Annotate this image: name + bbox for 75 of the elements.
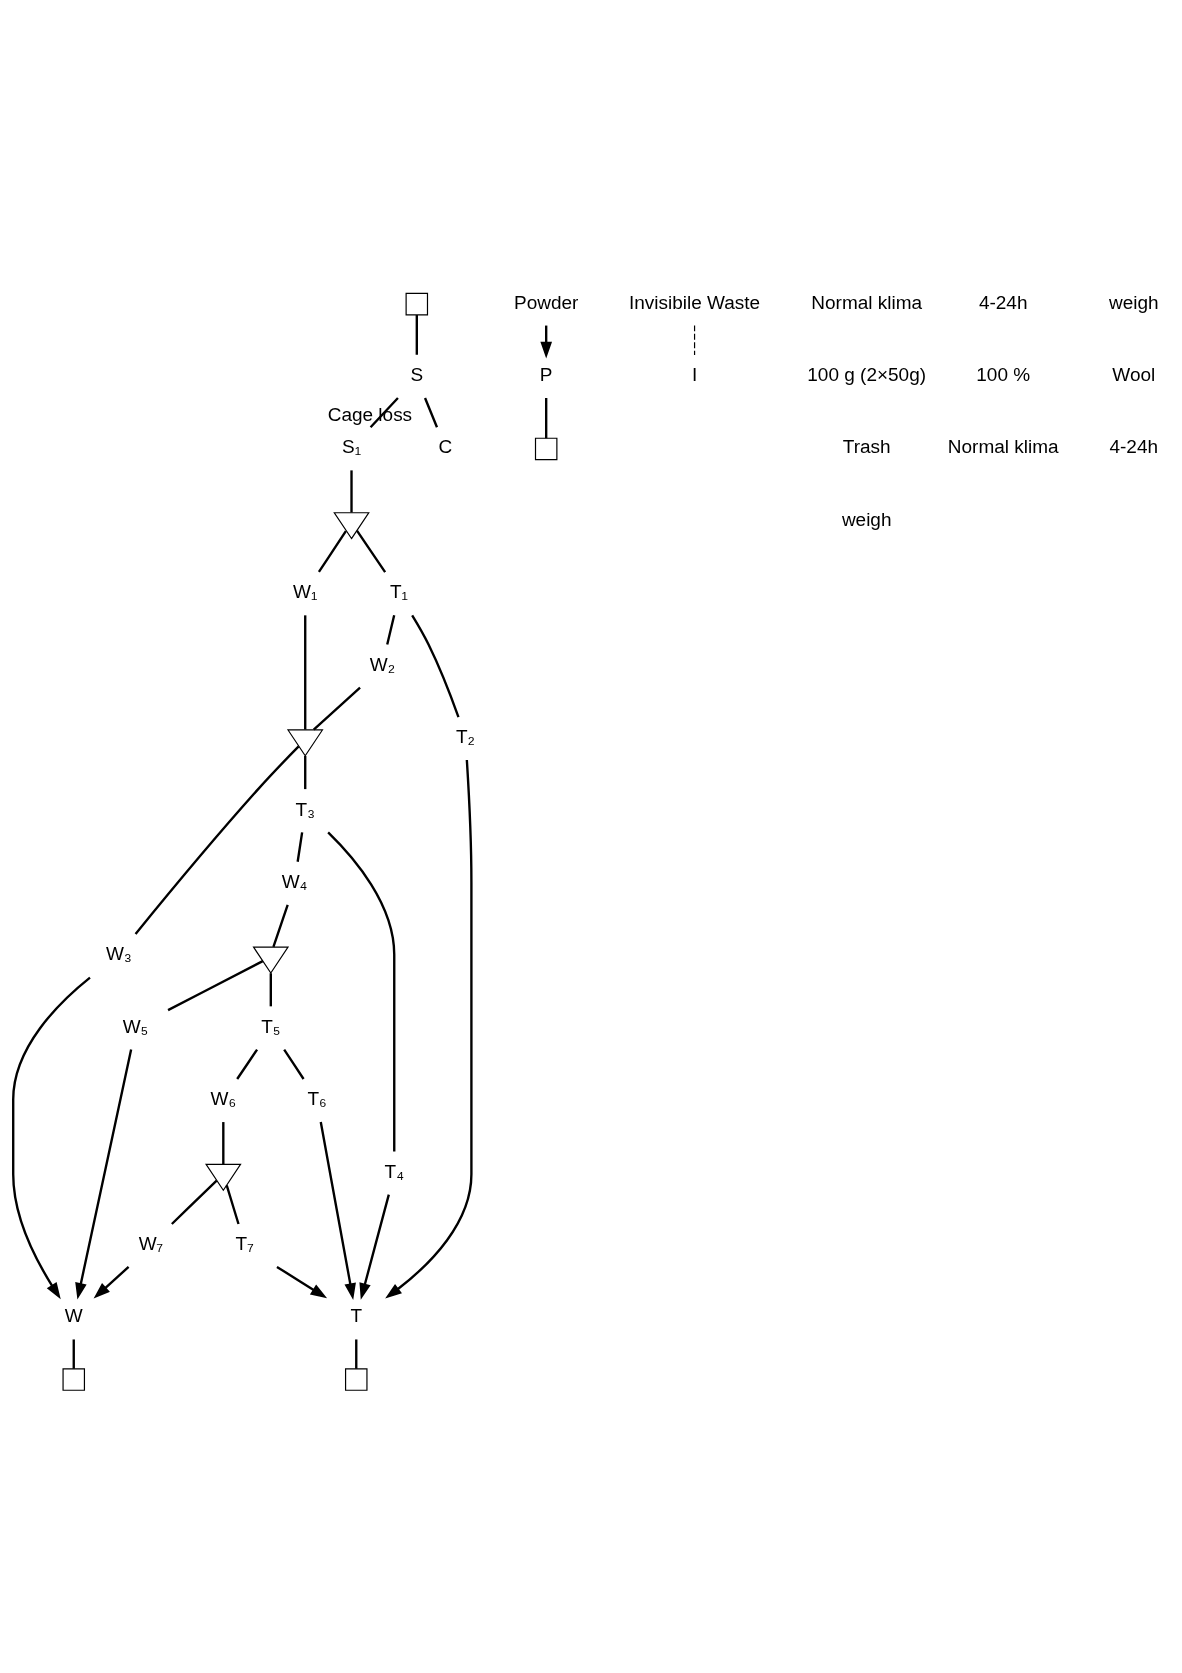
node-text: W₄ [281, 870, 308, 892]
arrow [93, 1266, 130, 1299]
connector [693, 324, 696, 356]
connector [312, 686, 361, 731]
label: weigh [1108, 291, 1159, 313]
node-text: T₁ [389, 581, 408, 603]
connector [236, 1049, 259, 1080]
connector [350, 470, 353, 513]
label: 4-24h [978, 291, 1028, 313]
node-text: Invisibile Waste [628, 291, 761, 313]
node-text: T [350, 1305, 363, 1327]
node-box [345, 1368, 368, 1391]
connector [317, 530, 347, 573]
connector [411, 614, 460, 718]
node-triangle [252, 946, 290, 975]
arrow [319, 1121, 356, 1300]
arrow [75, 1049, 133, 1300]
node-text: Powder [514, 291, 579, 313]
connector [72, 1339, 75, 1369]
node-text: W₂ [369, 653, 396, 675]
node-text: T₅ [261, 1015, 281, 1037]
connector [269, 973, 272, 1007]
connector [327, 831, 396, 1152]
node-text: W₆ [210, 1088, 237, 1110]
arrow [359, 1194, 390, 1300]
connector [171, 1179, 218, 1225]
label: weigh [841, 508, 892, 530]
label: Trash [842, 436, 891, 458]
connector [283, 1049, 305, 1080]
node-text: S₁ [341, 436, 362, 458]
connector [225, 1185, 240, 1225]
connector [545, 397, 548, 439]
connector [304, 756, 307, 790]
connector [272, 904, 289, 948]
node-text: W [64, 1305, 83, 1327]
node-triangle [333, 512, 370, 540]
connector [355, 1339, 358, 1369]
node-text: T₂ [455, 726, 475, 748]
arrow [385, 759, 473, 1299]
node-text: W₅ [122, 1015, 149, 1037]
node-triangle [205, 1163, 242, 1192]
connector [386, 614, 396, 645]
label: Normal klima [947, 436, 1059, 458]
label: 100 % [976, 364, 1031, 386]
node-text: I [691, 364, 698, 386]
node-text: S [410, 364, 424, 386]
node-text: T₄ [384, 1160, 404, 1182]
label: 100 g (2×50g) [807, 364, 927, 386]
connector [222, 1122, 225, 1165]
connector [167, 960, 264, 1012]
node-label: Cage loss [327, 404, 413, 426]
label: Normal klima [811, 291, 923, 313]
node-text: T₆ [307, 1088, 327, 1110]
node-text: W₁ [293, 581, 318, 603]
connector [304, 615, 307, 730]
node-text: W₃ [106, 943, 132, 965]
connector [134, 745, 300, 935]
node-box [534, 437, 558, 461]
node-text: T₇ [235, 1232, 254, 1254]
connector [356, 529, 387, 573]
arrow [276, 1265, 328, 1299]
label: 4-24h [1109, 436, 1159, 458]
node-text: W₇ [138, 1232, 164, 1254]
label: Wool [1112, 364, 1156, 386]
node-box [405, 292, 429, 316]
arrow [12, 976, 91, 1300]
connector [423, 397, 439, 428]
connector [369, 397, 399, 429]
node-box [62, 1368, 86, 1391]
node-text: C [438, 436, 453, 458]
connector [415, 315, 418, 355]
node-text: P [539, 364, 553, 386]
node-triangle [286, 729, 324, 757]
connector [296, 832, 304, 862]
node-text: T₃ [295, 798, 315, 820]
